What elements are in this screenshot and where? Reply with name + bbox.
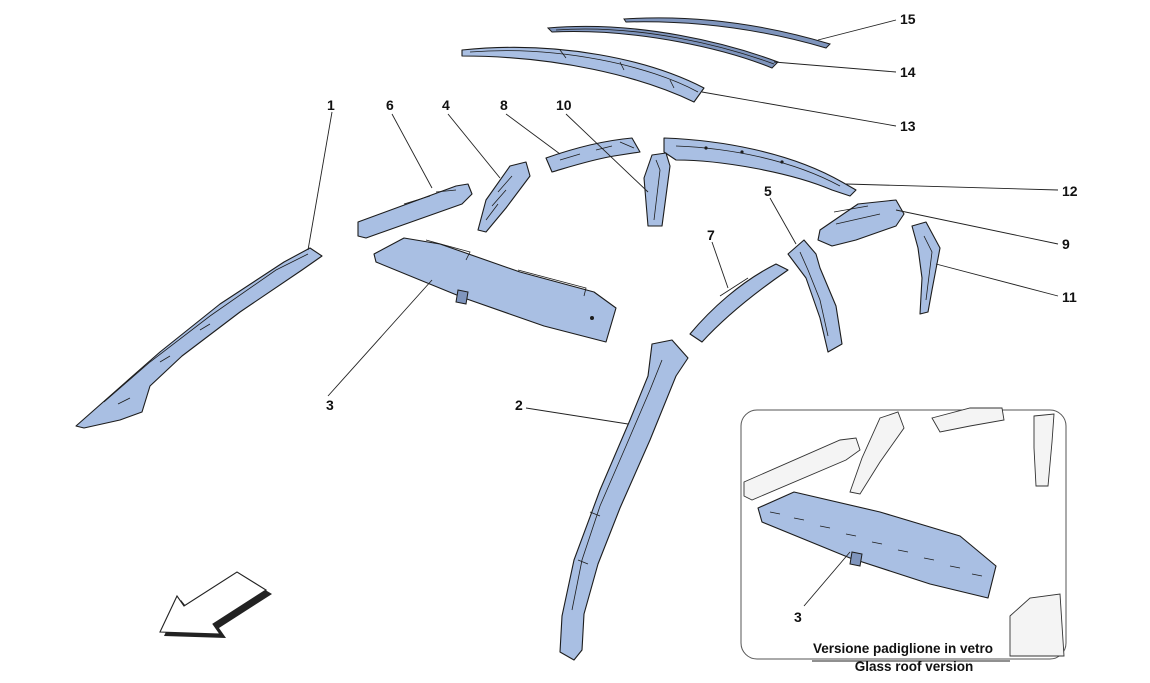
part-13-roof-rail: [461, 46, 705, 103]
part-7-curved-bar: [689, 263, 789, 343]
callout-13: 13: [900, 118, 916, 134]
callout-9: 9: [1062, 236, 1070, 252]
callout-11: 11: [1062, 289, 1077, 305]
callout-1: 1: [327, 97, 335, 113]
part-2-rear-pillar: [559, 339, 689, 661]
part-3-roof-panel: [373, 237, 617, 343]
callout-8: 8: [500, 97, 508, 113]
callout-10: 10: [556, 97, 572, 113]
callout-2: 2: [515, 397, 523, 413]
part-6-header-bar: [357, 183, 473, 239]
callout-numbers: 1 6 4 8 10 3 2 7 5 15 14 13 12 9 11: [326, 11, 1078, 413]
front-direction-arrow-icon: [159, 571, 272, 638]
inset-callout-3: 3: [794, 609, 802, 625]
callout-14: 14: [900, 64, 916, 80]
part-11-bracket: [911, 221, 941, 315]
glass-roof-inset: 3 Versione padiglione in vetro Glass roo…: [740, 407, 1067, 674]
part-10-bracket: [643, 152, 671, 227]
callout-6: 6: [386, 97, 394, 113]
callout-15: 15: [900, 11, 916, 27]
callout-7: 7: [707, 227, 715, 243]
callout-4: 4: [442, 97, 450, 113]
callout-5: 5: [764, 183, 772, 199]
part-4-pillar-bracket: [477, 161, 531, 233]
part-5-pillar: [787, 239, 843, 353]
part-8-bracket: [545, 137, 641, 173]
leader-lines: [307, 19, 1059, 425]
callout-3: 3: [326, 397, 334, 413]
callout-12: 12: [1062, 183, 1078, 199]
part-9-bracket: [817, 199, 905, 247]
part-12-roof-member: [663, 137, 857, 197]
inset-caption-italian: Versione padiglione in vetro: [813, 641, 993, 656]
part-14-roof-strip: [546, 25, 779, 69]
part-15-roof-strip: [623, 17, 831, 49]
part-1-a-pillar: [75, 247, 323, 429]
inset-caption-english: Glass roof version: [855, 659, 974, 674]
